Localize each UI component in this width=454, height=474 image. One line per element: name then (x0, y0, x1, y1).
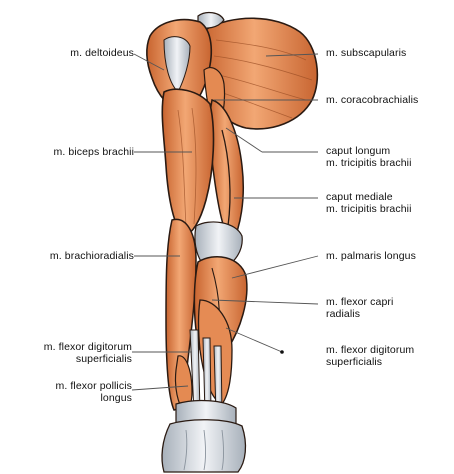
label-flexor-digitorum-right: m. flexor digitorum superficialis (326, 344, 414, 368)
label-flexor-digitorum-left: m. flexor digitorum superficialis (44, 341, 132, 365)
label-subscapularis: m. subscapularis (326, 47, 406, 59)
label-triceps-caput-mediale: caput mediale m. tricipitis brachii (326, 191, 412, 215)
biceps-muscle (162, 89, 213, 236)
label-palmaris-longus: m. palmaris longus (326, 250, 416, 262)
hand-palm (162, 420, 245, 472)
label-flexor-capri-radialis: m. flexor capri radialis (326, 296, 393, 320)
label-biceps-brachii: m. biceps brachii (54, 146, 134, 158)
label-deltoideus: m. deltoideus (70, 47, 134, 59)
label-flexor-pollicis: m. flexor pollicis longus (56, 380, 132, 404)
label-coracobrachialis: m. coracobrachialis (326, 94, 418, 106)
label-brachioradialis: m. brachioradialis (50, 250, 134, 262)
label-triceps-caput-longum: caput longum m. tricipitis brachii (326, 145, 412, 169)
